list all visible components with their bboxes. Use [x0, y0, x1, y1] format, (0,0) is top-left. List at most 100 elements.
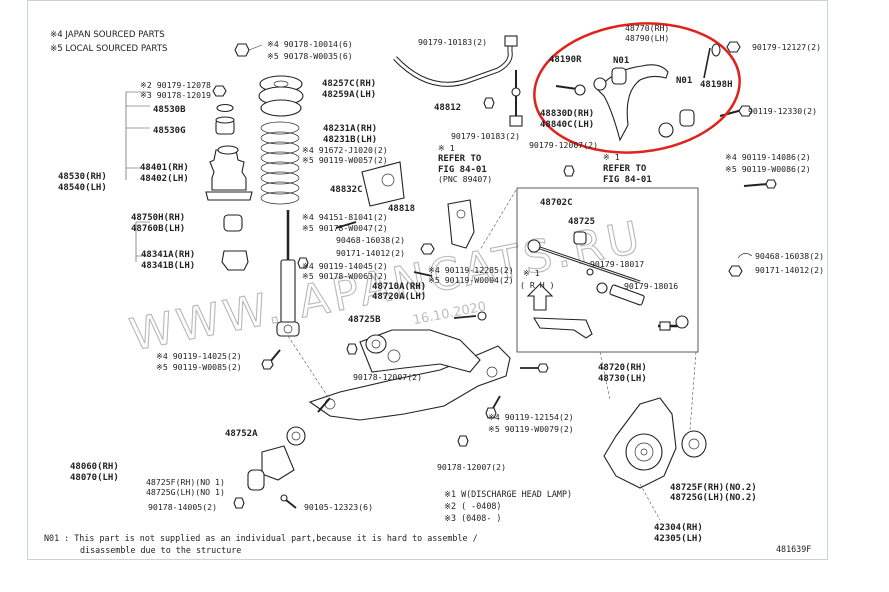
toe-link-48702c-icon[interactable] [527, 239, 641, 284]
label-48720a: 48720A(LH) [372, 292, 426, 302]
label-refer1-c: FIG 84-01 [438, 165, 487, 175]
bolt-shock-lower-icon[interactable] [261, 349, 281, 370]
label-48770: 48770(RH) [625, 23, 669, 33]
label-48725: 48725 [568, 217, 595, 227]
bracket-48060-icon[interactable] [261, 445, 295, 481]
adjust-tube-icon[interactable] [586, 268, 645, 306]
label-48725g-no2: 48725G(LH)(NO.2) [670, 493, 757, 503]
nut-shock-icon[interactable] [297, 257, 309, 269]
legend-bottom-3: ※3 (0408- ) [444, 513, 501, 523]
stabilizer-bar-icon[interactable] [393, 35, 518, 87]
label-48812: 48812 [434, 103, 461, 113]
bush-no1-upper-icon[interactable] [611, 67, 627, 85]
label-rh-arrow-b: ( R H ) [520, 280, 555, 290]
assembly-box-48702c [516, 187, 699, 353]
nut-90468-right-icon[interactable] [737, 253, 753, 259]
leader-dashed-5 [639, 483, 661, 521]
label-48830d: 48830D(RH) [540, 109, 594, 119]
label-48540: 48540(LH) [58, 183, 107, 193]
bolt-94151-icon[interactable] [335, 221, 357, 229]
bush-no1-lower-icon[interactable] [679, 109, 695, 127]
label-90179-18016: 90179-18016 [624, 281, 678, 291]
label-90178-10014: ※4 90178-10014(6) [267, 39, 353, 49]
label-90179-12078: ※2 90179-12078 [140, 80, 211, 90]
nut-top-icon[interactable] [234, 43, 263, 57]
label-48702c: 48702C [540, 198, 573, 208]
nut-90171-left-icon[interactable] [420, 243, 435, 255]
label-48257c: 48257C(RH) [322, 79, 376, 89]
bolt-48190r-icon[interactable] [555, 84, 586, 96]
bolt-48710a-icon[interactable] [453, 311, 487, 321]
bolt-90105-12323-icon[interactable] [280, 494, 297, 509]
label-48190r: 48190R [549, 55, 582, 65]
ball-joint-48752a-icon[interactable] [286, 426, 306, 446]
bolt-90119-14086-icon[interactable] [743, 179, 777, 189]
stabilizer-link-icon[interactable] [509, 70, 523, 127]
bolt-upper-arm-icon[interactable] [719, 105, 753, 117]
shock-absorber-icon[interactable] [276, 210, 300, 337]
bolt-48198h-icon[interactable] [703, 43, 721, 79]
label-90105-12323: 90105-12323(6) [304, 502, 373, 512]
footnote-line-2: disassemble due to the structure [80, 545, 241, 555]
label-48530g: 48530G [153, 126, 186, 136]
label-90119-12330: 90119-12330(2) [748, 106, 817, 116]
small-arm-rh-icon[interactable] [533, 317, 593, 339]
label-90171-14012b: 90171-14012(2) [755, 265, 824, 275]
label-90119-12154: ※4 90119-12154(2) [488, 412, 574, 422]
label-48710a: 48710A(RH) [372, 282, 426, 292]
washer-48530b-icon[interactable] [216, 103, 234, 113]
label-91672: ※4 91672-J1020(2) [302, 145, 388, 155]
bolt-90119-12154-icon[interactable] [485, 395, 501, 419]
dust-boot-icon[interactable] [205, 145, 253, 201]
nut-90171-right-icon[interactable] [728, 265, 743, 277]
lower-arm-48710a-icon[interactable] [308, 329, 511, 421]
nut-90178-12007b-icon[interactable] [457, 435, 469, 447]
label-48725g: 48725G(LH)(NO 1) [146, 487, 225, 497]
label-48401: 48401(RH) [140, 163, 189, 173]
bracket-48818-icon[interactable] [447, 199, 475, 249]
nut-90178-12007-icon[interactable] [346, 343, 358, 355]
bush-48530g-icon[interactable] [215, 116, 235, 135]
rh-arrow-icon[interactable] [526, 283, 554, 311]
bush-48725f-no2-icon[interactable] [681, 430, 707, 458]
nut-small-icon[interactable] [212, 85, 227, 97]
rear-knuckle-icon[interactable] [603, 397, 677, 489]
label-48402: 48402(LH) [140, 174, 189, 184]
bush-48725f-icon[interactable] [247, 469, 265, 491]
label-90119-w0079: ※5 90119-W0079(2) [488, 424, 574, 434]
label-48530b: 48530B [153, 105, 186, 115]
label-42304: 42304(RH) [654, 523, 703, 533]
spring-insulator-icon[interactable] [223, 214, 243, 232]
label-90119-w0004: ※5 90119-W0004(2) [428, 275, 514, 285]
label-refer2-b: REFER TO [603, 164, 647, 174]
label-48530: 48530(RH) [58, 172, 107, 182]
leader-dashed-2 [689, 351, 697, 431]
label-48060: 48060(RH) [70, 462, 119, 472]
label-refer1-d: (PNC 89407) [438, 174, 492, 184]
label-refer2-a: ※ 1 [603, 152, 620, 162]
bolt-lower-arm-icon[interactable] [520, 363, 549, 373]
nut-link-icon[interactable] [483, 97, 495, 109]
diagram-id: 481639F [776, 544, 811, 554]
label-refer1-a: ※ 1 [438, 143, 455, 153]
nut-90178-14005-icon[interactable] [233, 497, 245, 509]
nut-90179-12007-icon[interactable] [563, 165, 575, 177]
label-48818: 48818 [388, 204, 415, 214]
nut-upper-arm-top-icon[interactable] [726, 41, 741, 53]
bracket-48832c-icon[interactable] [361, 161, 405, 207]
coil-spring-icon[interactable] [260, 121, 300, 205]
bush-48725-icon[interactable] [573, 231, 587, 245]
label-90179-18017: 90179-18017 [590, 259, 644, 269]
ball-end-icon[interactable] [658, 315, 689, 331]
bolt-90119-12285-icon[interactable] [413, 271, 433, 277]
label-90468-16038a: 90468-16038(2) [336, 235, 405, 245]
bumper-48341-icon[interactable] [221, 250, 249, 271]
label-90119-14025: ※4 90119-14025(2) [156, 351, 242, 361]
label-48725b: 48725B [348, 315, 381, 325]
bolt-lower-left-icon[interactable] [317, 397, 331, 413]
legend-japan-sourced: ※4 JAPAN SOURCED PARTS [50, 30, 165, 40]
upper-support-icon[interactable] [258, 75, 304, 117]
bush-48725b-icon[interactable] [365, 334, 387, 354]
upper-arm-48770-icon[interactable] [593, 64, 674, 142]
label-90179-10183a: 90179-10183(2) [418, 37, 487, 47]
